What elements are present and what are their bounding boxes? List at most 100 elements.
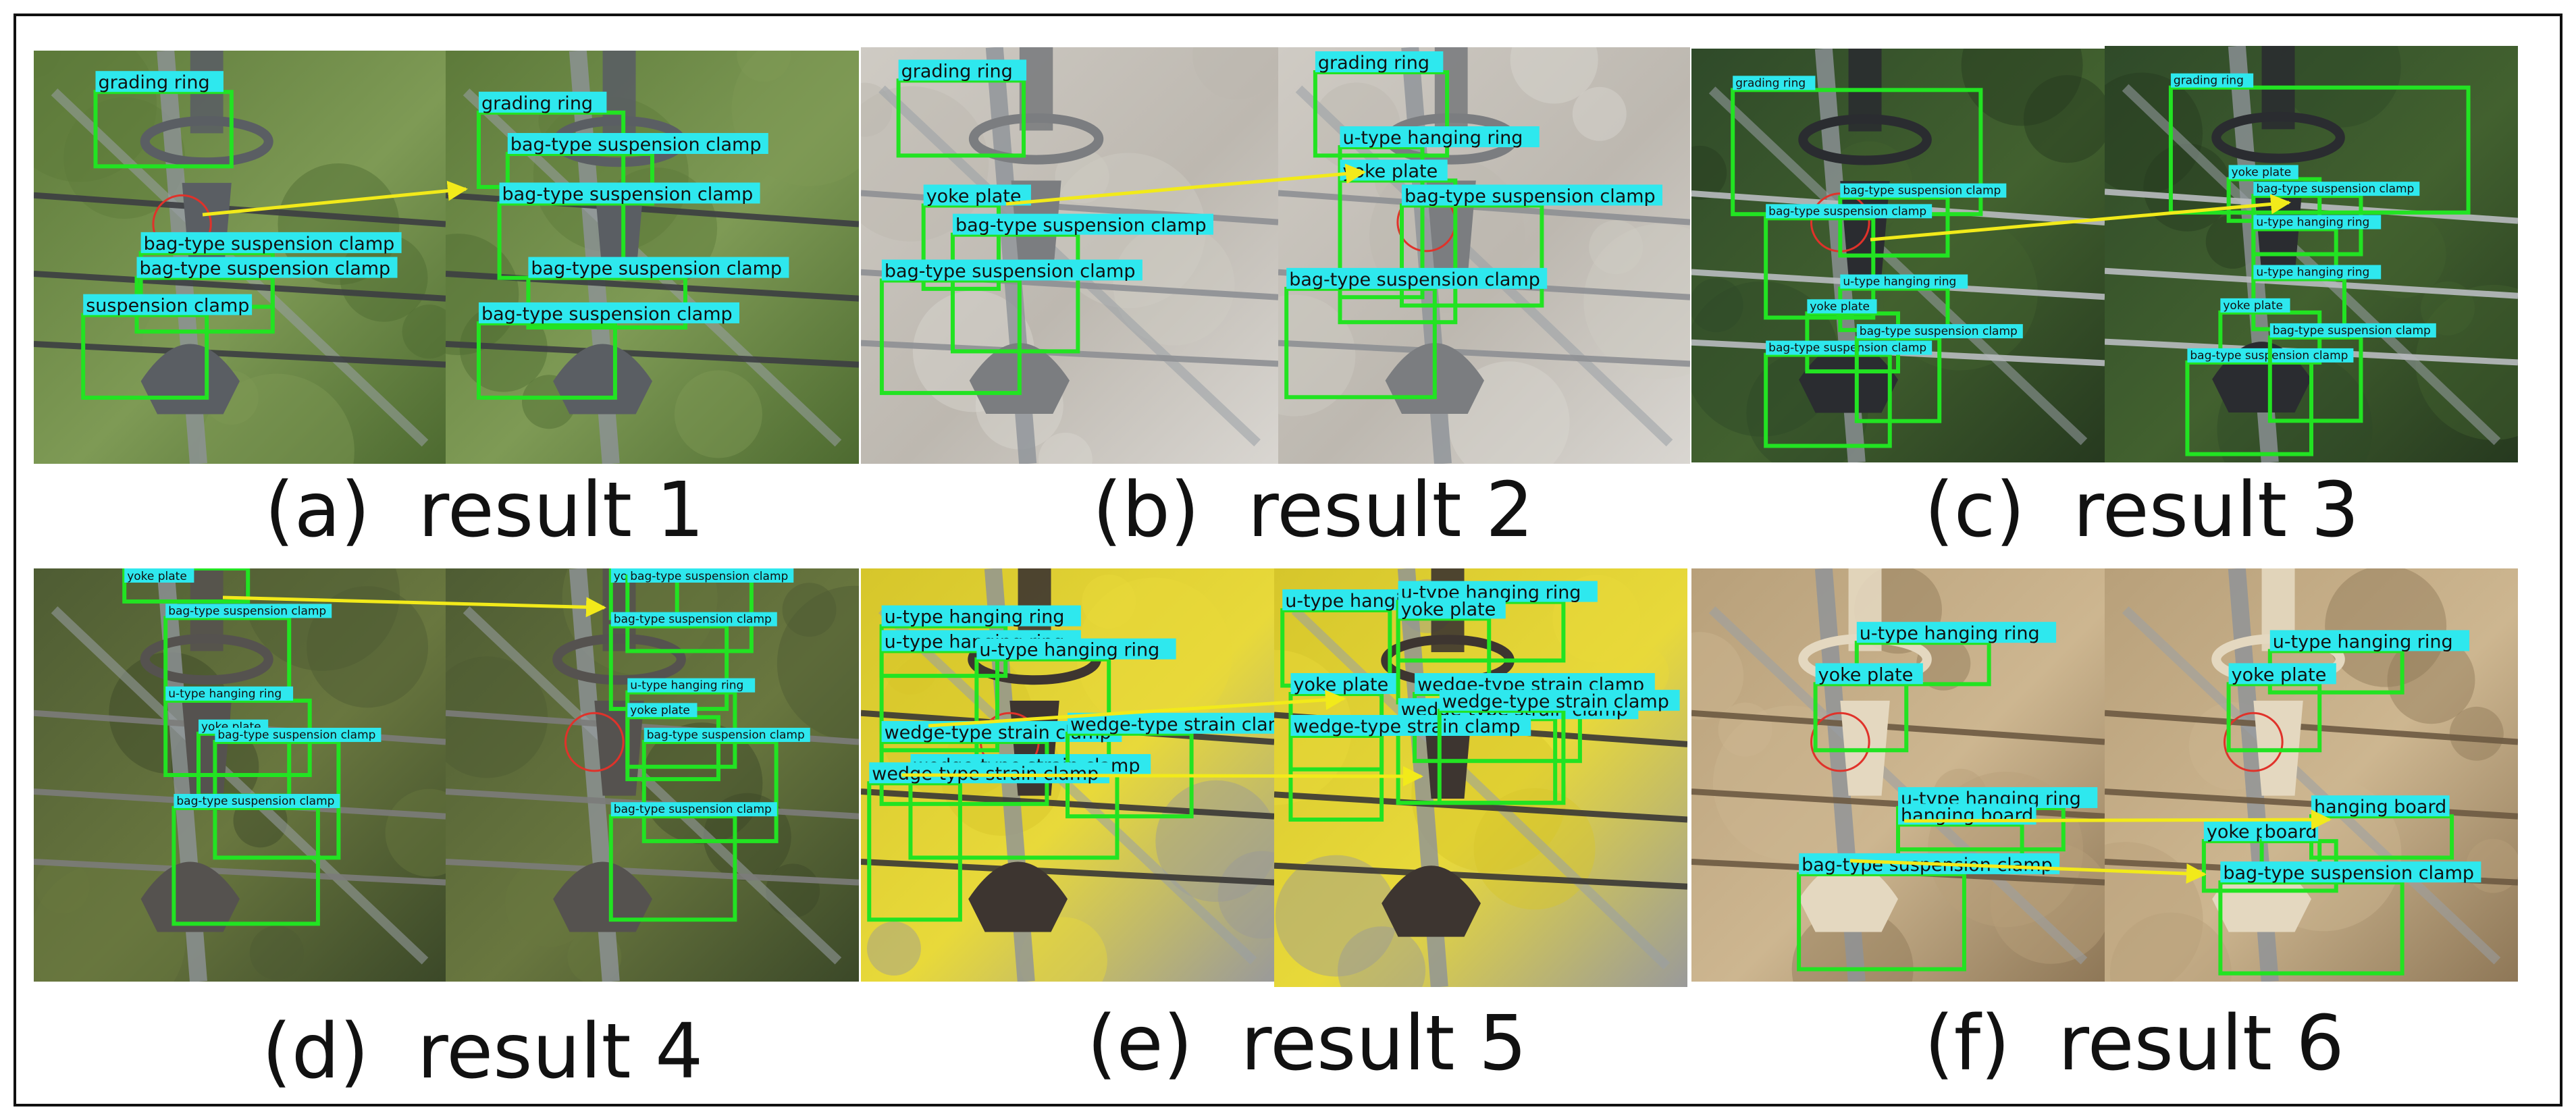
detection-label: yoke plate [1343, 161, 1438, 182]
detection-label: wedge-type strain clamp [1070, 714, 1274, 735]
detection-label: wedge-type strain clamp [1442, 691, 1669, 712]
label-bg [1807, 299, 1877, 314]
label-bg [528, 257, 789, 278]
detection-label: bag-type suspension clamp [168, 604, 326, 618]
detection-label: grading ring [2174, 74, 2244, 88]
detection-label: grading ring [481, 93, 593, 114]
label-bg [1815, 663, 1923, 685]
detection-box [921, 203, 1001, 291]
detection-label: bag-type suspension clamp [1289, 269, 1540, 290]
detection-label: bag-type suspension clamp [614, 613, 772, 626]
caption-e: (e) result 5 [1087, 1000, 1527, 1088]
detection-label: bag-type suspension clamp [1768, 205, 1926, 218]
detection-label: u-type hanging ring [979, 640, 1159, 661]
detection-label: hanging board [2314, 797, 2446, 818]
caption-d: (d) result 4 [262, 1008, 704, 1096]
label-bg [1286, 267, 1548, 289]
detection-label: u-type hanging ring [630, 679, 743, 693]
label-bg [1402, 184, 1662, 206]
label-bg [2170, 73, 2254, 88]
label-bg [610, 612, 777, 626]
detection-label: bag-type suspension clamp [1860, 325, 2018, 338]
detection-label: bag-type suspension clamp [144, 234, 395, 255]
detection-box [122, 568, 251, 604]
label-bg [174, 793, 340, 808]
label-bg [1315, 51, 1444, 73]
detection-label: bag-type suspension clamp [2273, 324, 2431, 338]
detection-label: bag-type suspension clamp [1768, 342, 1926, 355]
detection-label: u-type hanging ring [1860, 623, 2040, 644]
detection-label: board [2265, 822, 2317, 843]
detection-label: bag-type suspension clamp [176, 795, 334, 808]
label-bg [1856, 622, 2057, 643]
panel-b-photo-right: grading ring u-type hanging ring yoke plat… [1278, 47, 1690, 464]
caption-b: (b) result 2 [1093, 466, 1534, 554]
detection-label: u-type hanging ring [2256, 266, 2369, 279]
detection-label: suspension clamp [86, 296, 249, 317]
label-bg [643, 728, 810, 743]
detection-label: wedge-type strain clamp [872, 764, 1099, 784]
detection-label: u-type hanging ring [2256, 215, 2369, 229]
detection-label: yoke plate [2232, 664, 2327, 685]
detection-label: grading ring [99, 72, 210, 93]
label-bg [136, 257, 398, 278]
label-bg [610, 802, 777, 817]
detection-box [625, 715, 720, 782]
detection-label: bag-type suspension clamp [531, 259, 782, 279]
label-bg [869, 762, 1109, 784]
detection-label: bag-type suspension clamp [1404, 186, 1656, 207]
panel-f-photo-right: u-type hanging ring yoke plate hanging boa… [2105, 568, 2518, 982]
label-bg [1766, 340, 1933, 355]
detection-label: bag-type suspension clamp [481, 304, 733, 325]
label-bg [627, 678, 756, 693]
detection-label: u-type hanging ring [2273, 631, 2453, 652]
label-bg [2261, 820, 2319, 841]
detection-box [1764, 216, 1876, 320]
label-bg [2311, 795, 2450, 817]
panel-d-photo-left: yoke plate bag-type suspension clamp u-typ… [34, 568, 446, 982]
detection-label: hanging board [1901, 805, 2033, 826]
label-bg [881, 259, 1142, 281]
label-bg [2269, 323, 2436, 338]
detection-label: u-type hanging ring [885, 607, 1065, 628]
caption-c: (c) result 3 [1924, 466, 2359, 554]
detection-label: bag-type suspension clamp [502, 184, 754, 205]
label-bg [2269, 630, 2470, 651]
detection-label: yoke plate [2232, 165, 2292, 179]
detection-box [1437, 708, 1566, 805]
label-bg [2220, 298, 2290, 313]
label-bg [478, 91, 607, 113]
detection-label: bag-type suspension clamp [510, 134, 762, 155]
label-bg [881, 605, 1081, 626]
label-bg [1840, 274, 1968, 289]
label-bg [627, 568, 794, 583]
caption-a: (a) result 1 [265, 466, 704, 554]
label-bg [499, 182, 760, 204]
detection-label: grading ring [1735, 76, 1806, 90]
detection-label: bag-type suspension clamp [630, 570, 788, 583]
label-bg [124, 568, 194, 583]
label-bg [1439, 689, 1680, 711]
detection-label: yoke plate [1810, 300, 1870, 313]
label-bg [952, 213, 1213, 235]
detection-label: u-type hanging ring [168, 687, 282, 701]
label-bg [627, 703, 698, 718]
detection-label: yoke plate [127, 570, 187, 583]
detection-label: bag-type suspension clamp [885, 261, 1136, 282]
label-bg [165, 686, 294, 701]
panel-c-photo-right: grading ring yoke plate bag-type suspensio… [2105, 46, 2518, 462]
label-bg [2228, 663, 2336, 685]
label-bg [478, 302, 739, 323]
detection-label: bag-type suspension clamp [647, 728, 805, 742]
label-bg [2220, 861, 2481, 883]
label-bg [1856, 324, 2023, 339]
detection-label: grading ring [1318, 53, 1429, 74]
label-bg [1340, 126, 1540, 148]
detection-box [2185, 360, 2314, 456]
detection-label: u-type hanging ring [1343, 128, 1523, 149]
panel-c-photo-left: grading ring bag-type suspension clamp bag… [1691, 49, 2105, 462]
